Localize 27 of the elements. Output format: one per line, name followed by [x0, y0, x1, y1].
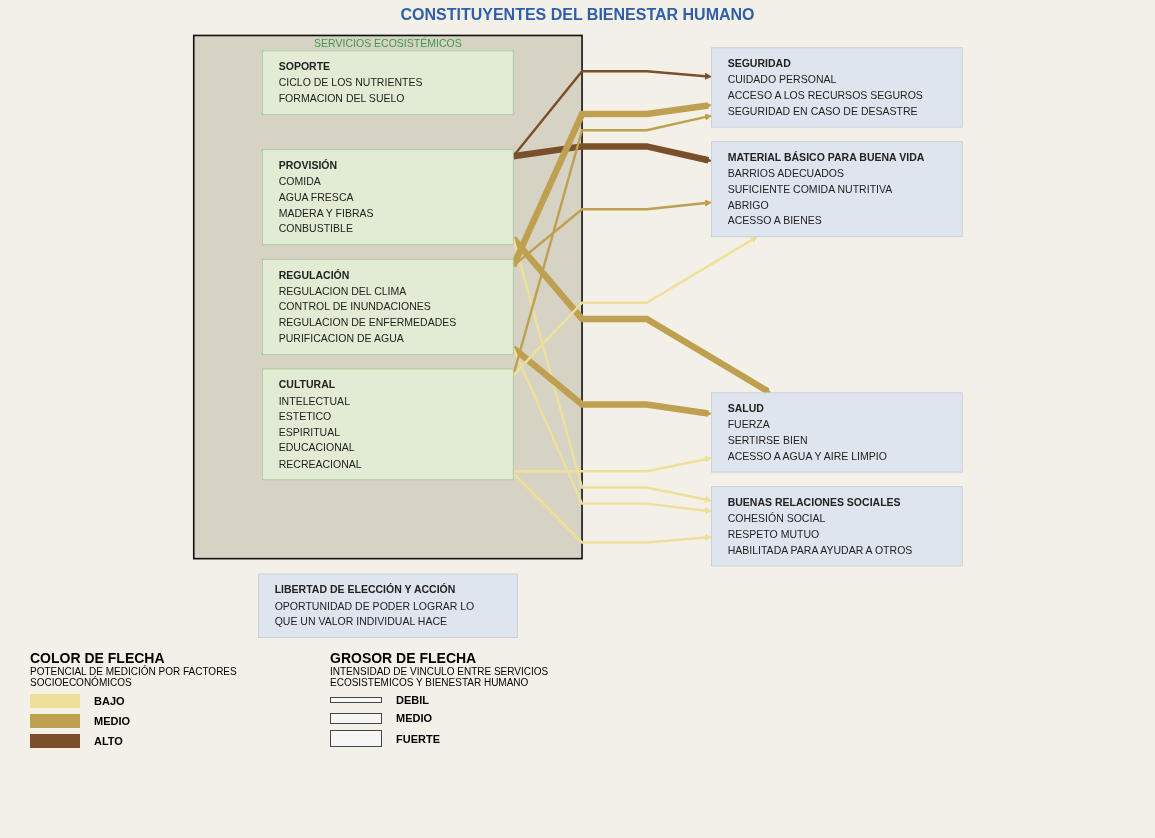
node-box: BUENAS RELACIONES SOCIALES COHESIÓN SOCIAL RESPETO MUTUO HABILITADA PARA AYUDAR A OTROS [710, 485, 963, 566]
diagram-title: CONSTITUYENTES DEL BIENESTAR HUMANO [399, 6, 756, 24]
legend-text: DEBIL [396, 694, 429, 706]
legend-text: BAJO [94, 695, 125, 707]
arrow [511, 235, 758, 376]
arrow [511, 237, 712, 503]
legend-text: MEDIO [396, 712, 433, 724]
node-box: CULTURAL INTELECTUAL ESTETICO ESPIRITUAL EDUCACIONAL RECREACIONAL [261, 368, 514, 480]
node-box: MATERIAL BÁSICO PARA BUENA VIDA BARRIOS ADECUADOS SUFICIENTE COMIDA NUTRITIVA ABRIGO ACESSO A BIENES [710, 140, 963, 237]
legend-subtitle: INTENSIDAD DE VINCULO ENTRE SERVICIOS ECOSISTEMICOS Y BIENESTAR HUMANO [330, 666, 550, 688]
node-box: SEGURIDAD CUIDADO PERSONAL ACCESO A LOS RECURSOS SEGUROS SEGURIDAD EN CASO DE DESASTRE [710, 46, 963, 127]
arrow [511, 346, 712, 514]
arrow [512, 199, 712, 267]
legend-heading: GROSOR DE FLECHA [330, 650, 478, 666]
node-box: SALUD FUERZA SERTIRSE BIEN ACESSO A AGUA Y AIRE LIMPIO [710, 391, 963, 472]
legend-heading: COLOR DE FLECHA [30, 650, 166, 666]
node-box: PROVISIÓN COMIDA AGUA FRESCA MADERA Y FIBRAS CONBUSTIBLE [261, 148, 514, 245]
legend-text: ALTO [94, 735, 123, 747]
legend-subtitle: POTENCIAL DE MEDICIÓN POR FACTORES SOCIOECONÓMICOS [30, 666, 238, 688]
arrow [512, 142, 712, 163]
node-box: SOPORTE CICLO DE LOS NUTRIENTES FORMACION DEL SUELO [261, 49, 514, 115]
legend-text: FUERTE [396, 732, 440, 745]
node-box: LIBERTAD DE ELECCIÓN Y ACCIÓN OPORTUNIDAD DE PODER LOGRAR LO QUE UN VALOR INDIVIDUAL HACE [257, 573, 518, 638]
arrow [512, 455, 712, 472]
legend-text: MEDIO [94, 715, 131, 727]
arrow [511, 471, 712, 544]
node-box: REGULACIÓN REGULACION DEL CLIMA CONTROL DE INUNDACIONES REGULACION DE ENFERMEDADES PURIFICACION DE AGUA [261, 258, 514, 355]
